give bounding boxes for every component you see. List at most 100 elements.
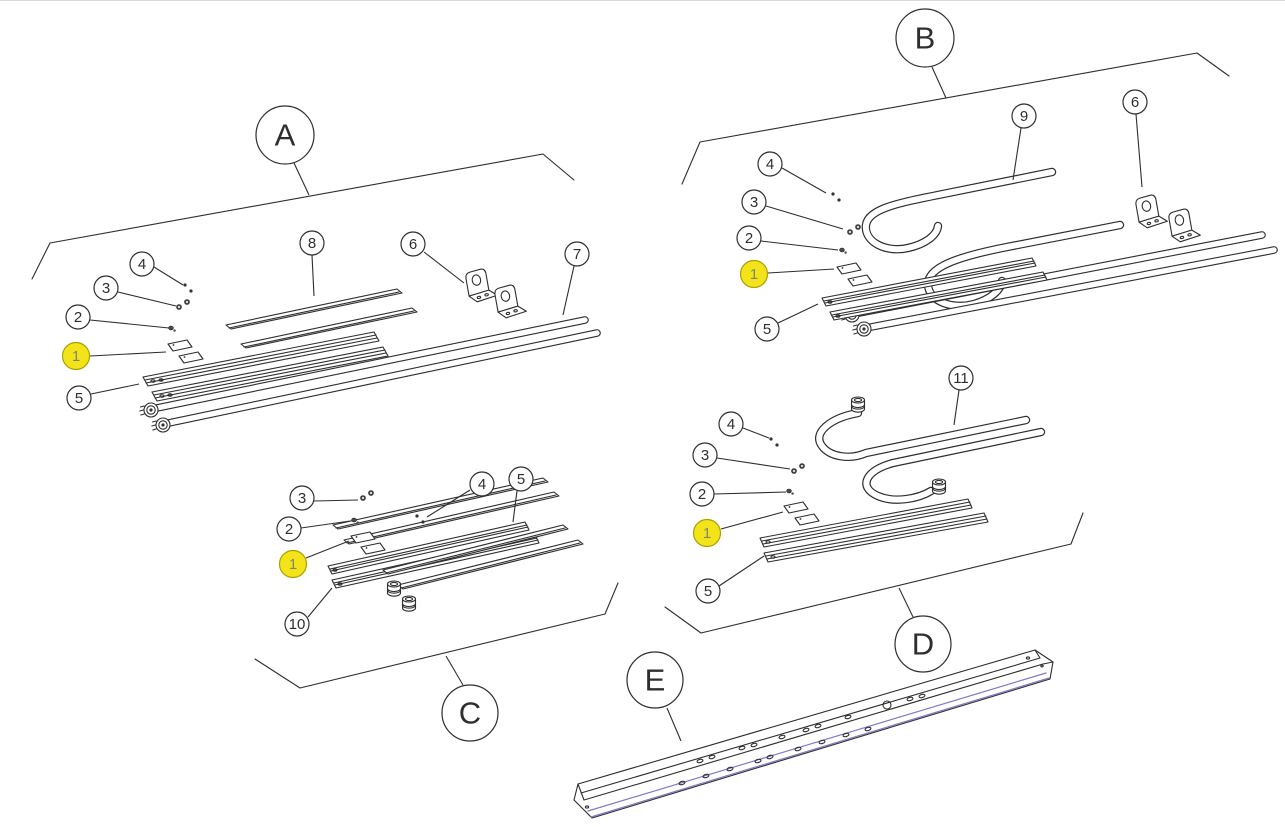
balloon-label: 7: [573, 246, 581, 263]
callout-B-4: 4: [757, 151, 827, 194]
section-d-art: [664, 396, 1084, 634]
leader-line: [90, 383, 140, 395]
balloon-circle: [93, 275, 119, 301]
balloon-label: 2: [74, 309, 82, 326]
channel-rails-part-5b: [821, 257, 1048, 321]
balloon-circle: [129, 251, 155, 277]
leader-line: [767, 268, 835, 274]
balloon-circle: [299, 230, 325, 256]
balloon-label: 3: [102, 280, 110, 297]
leader-line: [1012, 127, 1022, 181]
callout-C-4: 4: [426, 471, 495, 518]
balloon-label: 5: [517, 471, 525, 488]
clamp-plate-part-1: [178, 351, 204, 364]
highlighted-balloon-circle: [278, 549, 308, 579]
l-brackets-part-6: [464, 266, 528, 320]
balloon-circle: [508, 466, 534, 492]
leader-line: [562, 265, 575, 316]
leader-line: [512, 490, 518, 523]
callout-A-6: 6: [400, 231, 465, 284]
callout-A-1: 1: [61, 341, 167, 371]
lower-bars-with-sockets: [382, 524, 584, 612]
balloon-label: 1: [750, 266, 758, 283]
section-a-art: [31, 153, 601, 433]
callout-D-5: 5: [695, 555, 765, 604]
balloon-circle: [66, 385, 92, 411]
callout-C-2: 2: [276, 516, 351, 542]
balloon-label: 9: [1020, 108, 1028, 125]
balloon-label: 5: [704, 583, 712, 600]
long-channel-beam: [573, 649, 1054, 819]
balloon-label: D: [912, 627, 934, 662]
section-letter-E: E: [626, 651, 684, 742]
section-letter-B: B: [895, 8, 955, 99]
callout-B-2: 2: [736, 225, 839, 251]
leader-line: [300, 520, 351, 529]
screw-part-2: [168, 325, 177, 333]
beam-holes-top-row: [696, 693, 926, 764]
clamp-plate-part-1: [794, 513, 820, 526]
nut-part-3: [183, 298, 191, 306]
callout-A-7: 7: [562, 241, 590, 316]
leader-line: [311, 254, 315, 297]
leader-line: [307, 587, 333, 618]
callout-A-8: 8: [299, 230, 325, 297]
callout-D-11: 11: [948, 365, 974, 426]
balloon-label: 2: [285, 521, 293, 538]
section-a-plane-boundary: [31, 153, 575, 280]
callout-B-5: 5: [754, 303, 819, 342]
section-e-art: [573, 649, 1054, 819]
callout-C-5: 5: [508, 466, 534, 523]
balloon-label: 4: [138, 256, 146, 273]
balloon-circle: [400, 231, 426, 257]
screws-part-4: [768, 436, 780, 448]
balloon-circle: [1122, 89, 1148, 115]
balloon-label: 3: [750, 194, 758, 211]
balloon-label: 6: [1131, 94, 1139, 111]
leader-line: [117, 291, 177, 307]
leader-line: [89, 319, 170, 329]
balloon-circle: [754, 316, 780, 342]
leader-line: [716, 457, 791, 470]
balloon-circle: [469, 471, 495, 497]
balloon-circle: [736, 225, 762, 251]
leader-line: [713, 491, 787, 495]
socket: [401, 595, 417, 612]
balloon-label: 4: [478, 476, 486, 493]
balloon-label: 4: [727, 416, 735, 433]
highlighted-balloon-circle: [739, 259, 769, 289]
leader-line: [742, 427, 770, 439]
section-c-plane-boundary: [254, 582, 619, 689]
channel-rails-part-5d: [759, 498, 989, 563]
tube-end-cap: [139, 402, 159, 418]
socket: [850, 396, 866, 413]
highlighted-balloon-circle: [692, 518, 722, 548]
leader-line: [89, 351, 167, 357]
balloon-label: 10: [289, 616, 306, 633]
balloon-label: C: [459, 696, 481, 731]
flat-bars-c: [332, 477, 560, 545]
leader-line: [720, 511, 784, 530]
section-letter-D: D: [894, 587, 952, 673]
leader-line: [313, 499, 359, 502]
leader-line: [153, 266, 184, 286]
balloon-circle: [689, 481, 715, 507]
balloon-circle: [894, 615, 952, 673]
callout-B-3: 3: [741, 189, 844, 230]
callout-B-9: 9: [1011, 103, 1037, 181]
leader-line: [760, 240, 839, 251]
hardware-d: [768, 436, 820, 526]
callout-A-2: 2: [65, 304, 170, 330]
balloon-label: 3: [701, 447, 709, 464]
balloon-label: 5: [763, 321, 771, 338]
leader-line: [305, 540, 350, 559]
highlighted-balloon-circle: [61, 341, 91, 371]
clamp-plate-part-1: [836, 262, 862, 275]
balloon-circle: [741, 189, 767, 215]
tube-end-cap: [151, 417, 171, 433]
beam-holes-bottom-row: [678, 726, 872, 786]
callout-B-1: 1: [739, 259, 835, 289]
tube-end-cap: [852, 321, 872, 337]
